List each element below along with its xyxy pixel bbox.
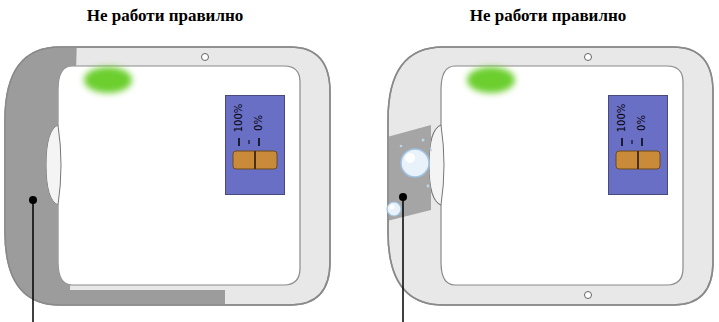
level-indicator: 100% 0% [225,95,285,195]
level-mark: 100% [617,104,627,133]
level-mark: 0% [637,115,647,131]
level-indicator: 100% 0% [608,95,668,195]
panel-title: Не работи правилно [383,6,713,26]
level-mark: 100% [234,104,244,133]
panel-title: Не работи правилно [0,6,330,26]
left-device [0,0,330,322]
right-device [383,47,713,322]
level-mark: 0% [254,115,264,131]
